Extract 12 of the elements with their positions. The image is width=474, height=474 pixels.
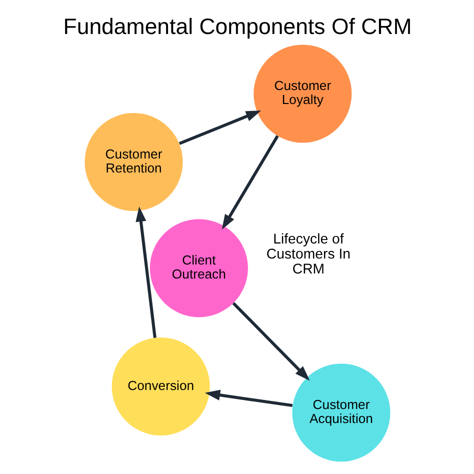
node-circle: Client Outreach [149, 219, 248, 318]
diagram-title: Fundamental Components Of CRM [62, 14, 412, 40]
arrow [135, 206, 156, 338]
arrow [204, 390, 292, 408]
node-circle: Customer Acquisition [292, 364, 390, 462]
arrow [221, 135, 278, 230]
node-circle: Customer Loyalty [253, 44, 352, 143]
node-circle: Conversion [111, 337, 210, 436]
arrow [232, 302, 310, 381]
node-circle: Customer Retention [84, 112, 182, 212]
label: Lifecycle of Customers In CRM [266, 230, 350, 277]
arrow [178, 110, 261, 145]
